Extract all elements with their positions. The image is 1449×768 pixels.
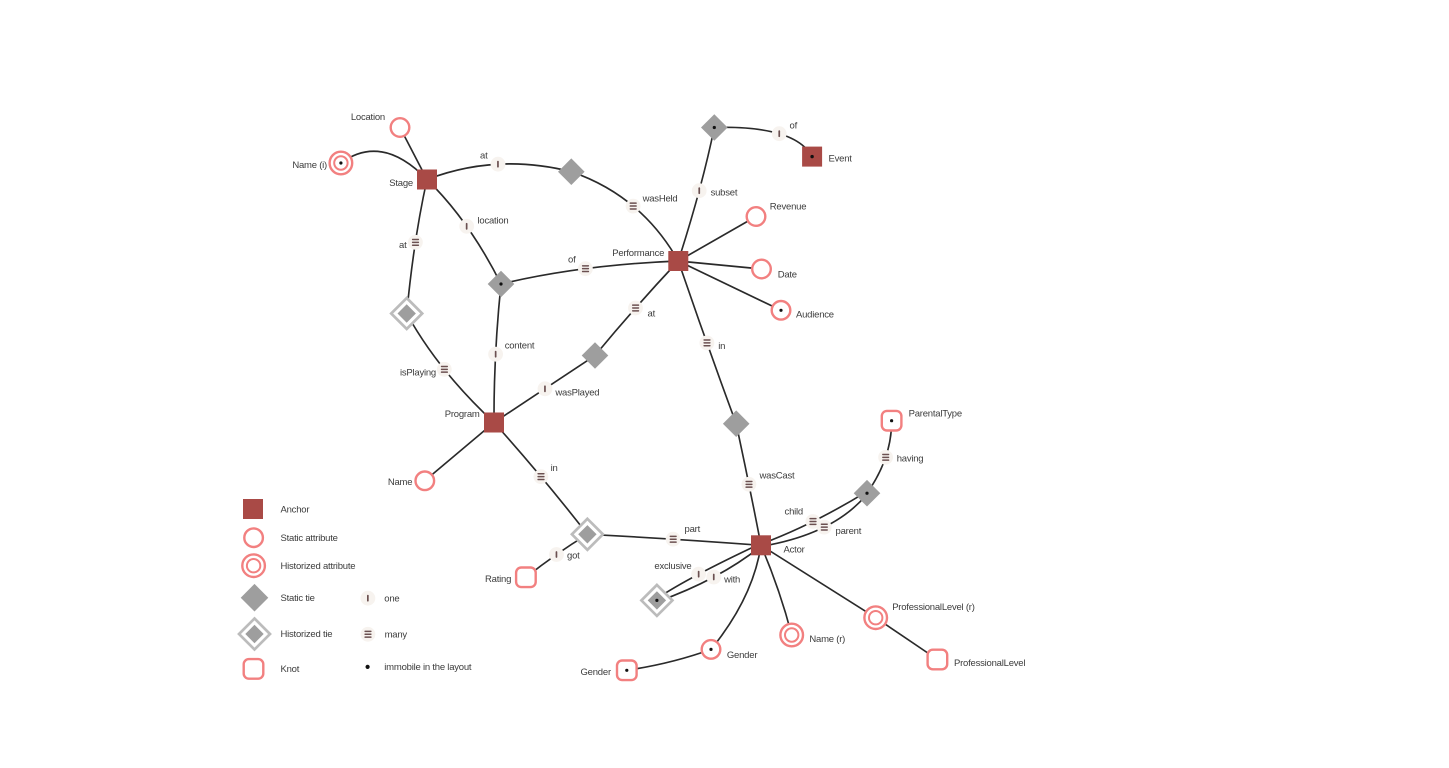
svg-text:Anchor: Anchor	[281, 505, 310, 516]
svg-text:isPlaying: isPlaying	[400, 368, 436, 379]
svg-text:Gender: Gender	[581, 667, 611, 678]
svg-text:Name: Name	[388, 477, 412, 488]
svg-text:Gender: Gender	[727, 650, 757, 661]
svg-text:part: part	[685, 524, 701, 535]
svg-text:ProfessionalLevel: ProfessionalLevel	[954, 658, 1025, 669]
svg-text:having: having	[897, 454, 924, 465]
svg-text:at: at	[399, 240, 407, 251]
svg-text:ParentalType: ParentalType	[909, 408, 962, 419]
svg-text:location: location	[478, 216, 509, 227]
svg-text:child: child	[785, 507, 803, 518]
svg-text:Event: Event	[829, 153, 853, 164]
svg-text:Static tie: Static tie	[281, 593, 315, 604]
svg-text:Rating: Rating	[485, 574, 511, 585]
svg-text:at: at	[648, 309, 656, 320]
svg-text:Historized attribute: Historized attribute	[281, 561, 356, 572]
svg-text:of: of	[568, 255, 576, 266]
svg-text:wasHeld: wasHeld	[642, 194, 678, 205]
svg-text:Historized tie: Historized tie	[281, 629, 333, 640]
svg-text:Knot: Knot	[281, 664, 300, 675]
svg-text:Actor: Actor	[784, 545, 805, 556]
svg-text:Revenue: Revenue	[770, 202, 807, 213]
svg-text:Location: Location	[351, 112, 385, 123]
svg-text:Program: Program	[445, 409, 480, 420]
svg-text:exclusive: exclusive	[654, 561, 691, 572]
svg-text:in: in	[551, 463, 558, 474]
svg-text:with: with	[723, 575, 740, 586]
svg-text:Name (r): Name (r)	[809, 634, 845, 645]
svg-text:subset: subset	[711, 188, 738, 199]
svg-text:Stage: Stage	[389, 178, 413, 189]
svg-text:content: content	[505, 341, 535, 352]
svg-text:many: many	[385, 630, 408, 641]
svg-text:Date: Date	[778, 269, 797, 280]
svg-text:Static attribute: Static attribute	[281, 533, 338, 544]
svg-text:parent: parent	[836, 526, 862, 537]
svg-text:at: at	[480, 150, 488, 161]
svg-text:wasPlayed: wasPlayed	[554, 387, 599, 398]
svg-text:immobile in the layout: immobile in the layout	[384, 662, 472, 673]
svg-text:of: of	[790, 121, 798, 132]
svg-text:wasCast: wasCast	[759, 470, 795, 481]
svg-text:got: got	[567, 551, 580, 562]
svg-text:ProfessionalLevel (r): ProfessionalLevel (r)	[892, 602, 975, 613]
svg-text:Performance: Performance	[612, 248, 664, 259]
svg-text:in: in	[718, 341, 725, 352]
svg-text:Audience: Audience	[796, 310, 834, 321]
svg-text:one: one	[384, 594, 399, 605]
svg-text:Name (i): Name (i)	[292, 160, 327, 171]
